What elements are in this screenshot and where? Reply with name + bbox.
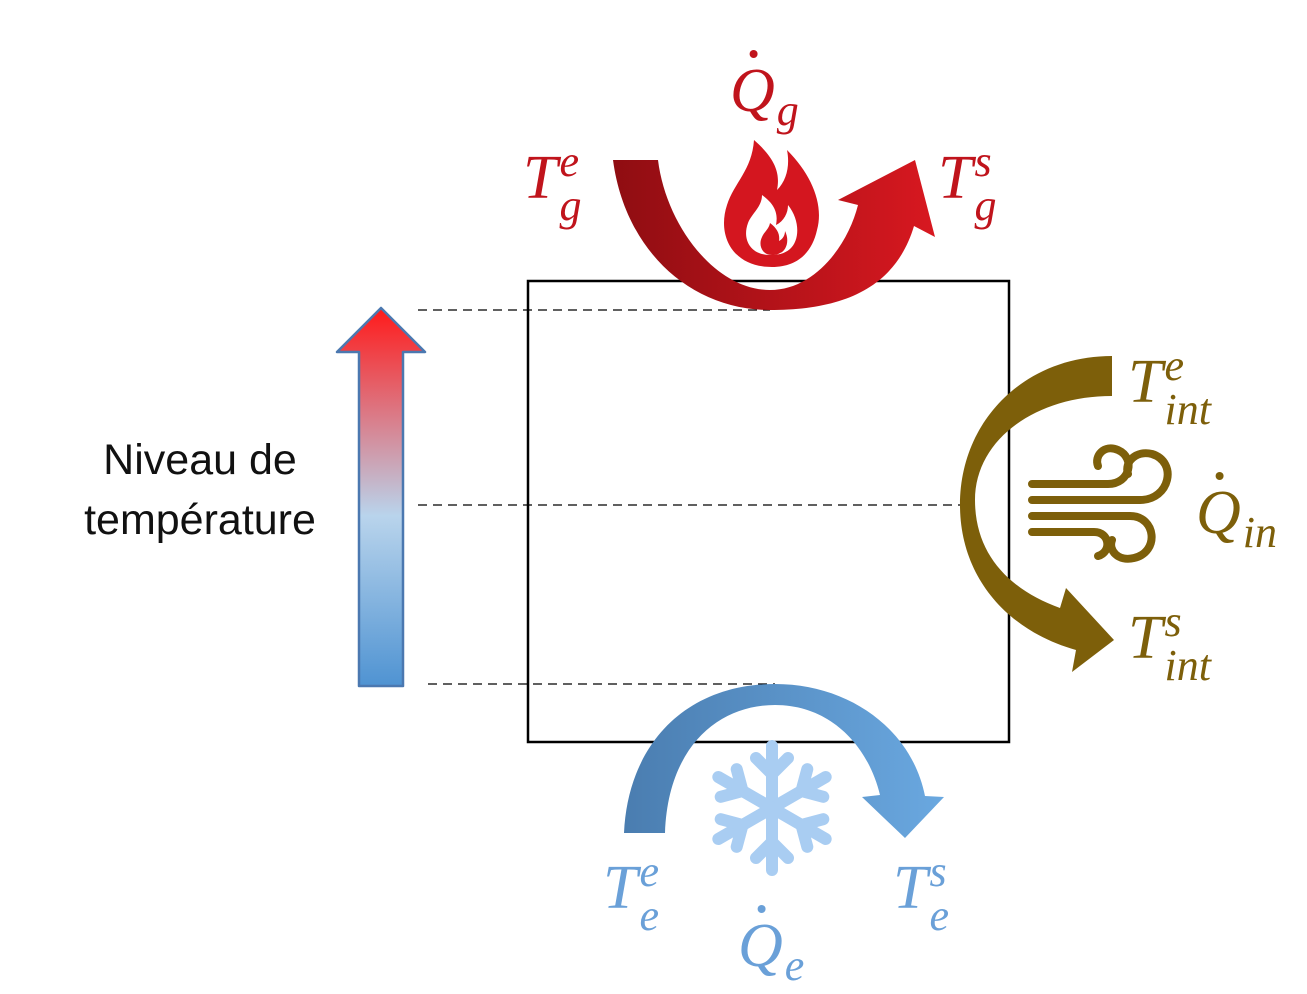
snowflake-icon (712, 740, 832, 876)
wind-icon (1028, 444, 1172, 563)
temperature-level-label-line2: température (84, 496, 316, 544)
hot-stream-arrow (613, 160, 935, 310)
exchanger-box (526, 279, 1011, 744)
cold-heat-flow-label: Qe (738, 912, 805, 990)
temperature-level-label-line1: Niveau de (103, 436, 297, 484)
temperature-level-label: Niveau de température (40, 430, 360, 550)
flame-icon (724, 140, 819, 267)
temperature-level-arrow (335, 306, 427, 688)
intermediate-heat-flow-label: Qin (1196, 479, 1278, 557)
cold-stream-arrow (624, 684, 944, 838)
intermediate-stream-arrow (960, 356, 1114, 672)
hot-heat-flow-label: Qg (730, 57, 799, 135)
